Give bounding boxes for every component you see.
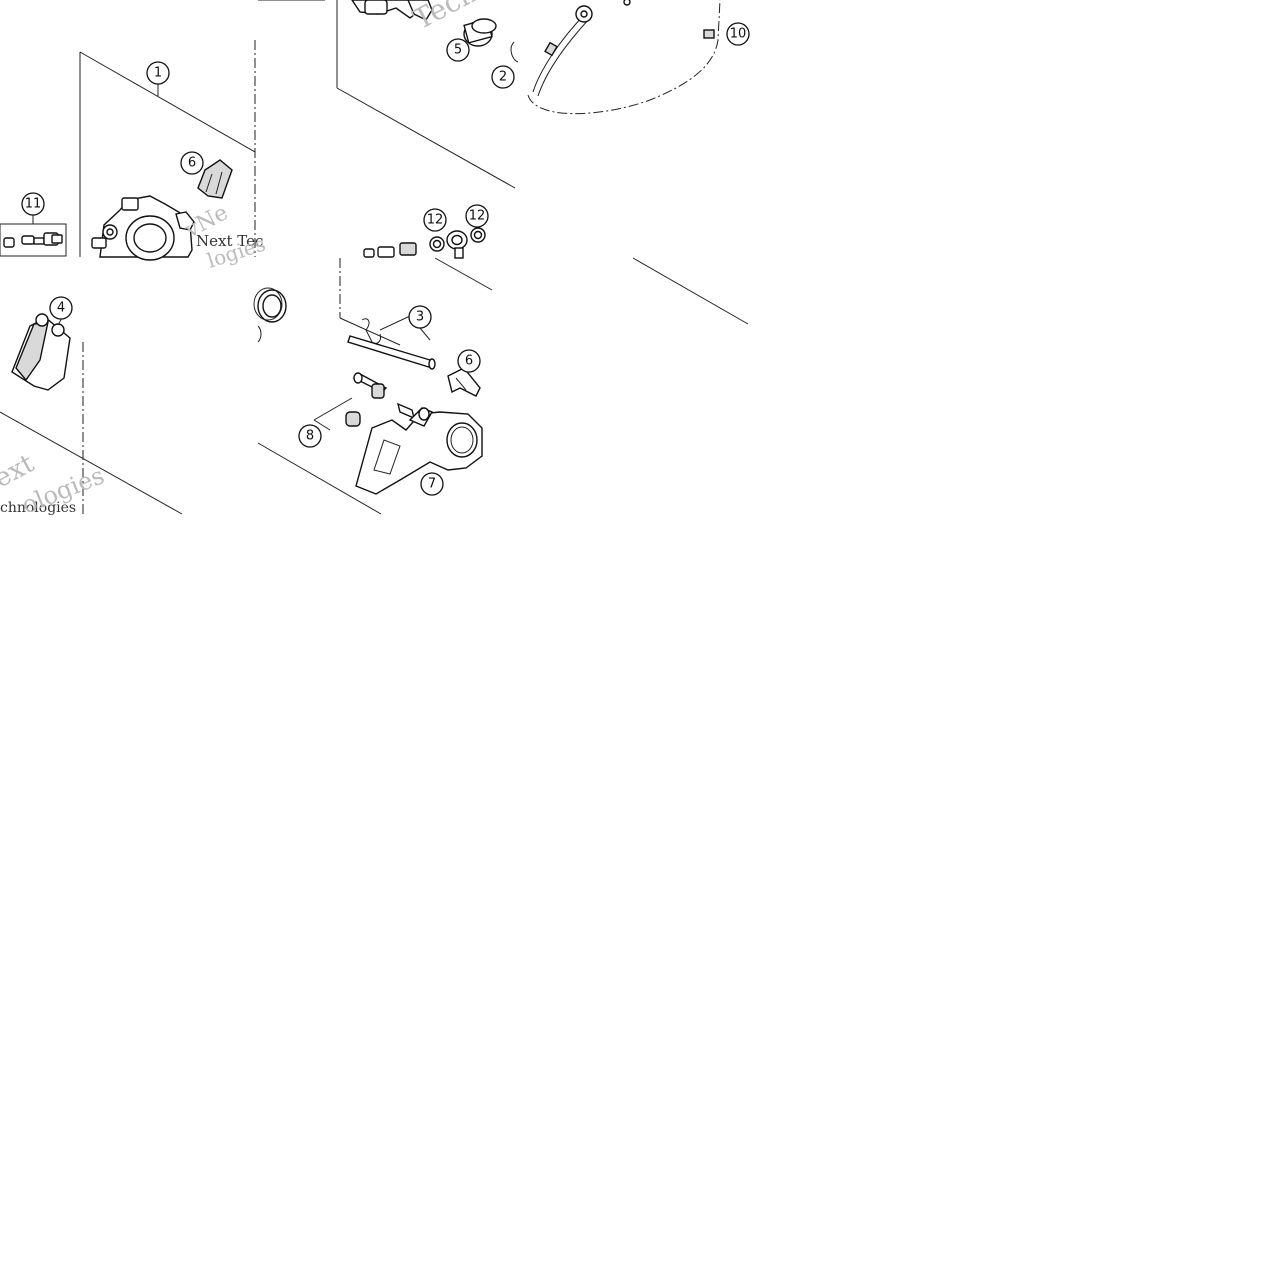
piston-seals bbox=[253, 287, 287, 343]
watermark: chnologies bbox=[0, 500, 76, 516]
callout-8: 8 bbox=[298, 424, 322, 448]
panel-outline bbox=[0, 0, 749, 515]
piston bbox=[463, 18, 519, 63]
callout-6-lower: 6 bbox=[457, 349, 481, 373]
callout-12-b: 12 bbox=[465, 204, 489, 228]
caliper-top-fragment bbox=[351, 0, 433, 21]
brake-pads bbox=[11, 313, 71, 391]
pad-spring-clip bbox=[197, 159, 233, 199]
slide-pin-set bbox=[313, 372, 416, 431]
svg-text:7: 7 bbox=[428, 477, 436, 492]
svg-text:2: 2 bbox=[499, 70, 507, 85]
watermark: Next Tec bbox=[196, 232, 263, 250]
pad-pin-and-clip bbox=[347, 315, 436, 370]
callout-10: 10 bbox=[726, 22, 750, 46]
callout-4: 4 bbox=[49, 296, 73, 320]
svg-text:5: 5 bbox=[454, 43, 462, 58]
brake-hose bbox=[527, 0, 721, 115]
callout-2: 2 bbox=[491, 65, 515, 89]
svg-text:4: 4 bbox=[57, 301, 65, 316]
callout-6-upper: 6 bbox=[180, 151, 204, 175]
svg-text:6: 6 bbox=[188, 156, 196, 171]
callout-5: 5 bbox=[446, 38, 470, 62]
caliper-bracket bbox=[355, 407, 483, 495]
callout-7: 7 bbox=[420, 472, 444, 496]
pad-spring-clip-lower bbox=[447, 367, 481, 397]
svg-text:6: 6 bbox=[465, 354, 473, 369]
svg-text:10: 10 bbox=[730, 27, 747, 42]
svg-text:1: 1 bbox=[154, 66, 162, 81]
svg-text:11: 11 bbox=[25, 197, 42, 212]
svg-text:8: 8 bbox=[306, 429, 314, 444]
caliper-body bbox=[91, 195, 195, 261]
callout-3: 3 bbox=[408, 305, 432, 329]
svg-text:3: 3 bbox=[416, 310, 424, 325]
callout-11: 11 bbox=[21, 192, 45, 216]
svg-text:12: 12 bbox=[469, 209, 486, 224]
bleeder-set bbox=[0, 214, 67, 257]
callout-1: 1 bbox=[146, 61, 170, 96]
banjo-bolt-set bbox=[363, 227, 486, 259]
callout-12-a: 12 bbox=[423, 208, 447, 232]
svg-text:12: 12 bbox=[427, 213, 444, 228]
